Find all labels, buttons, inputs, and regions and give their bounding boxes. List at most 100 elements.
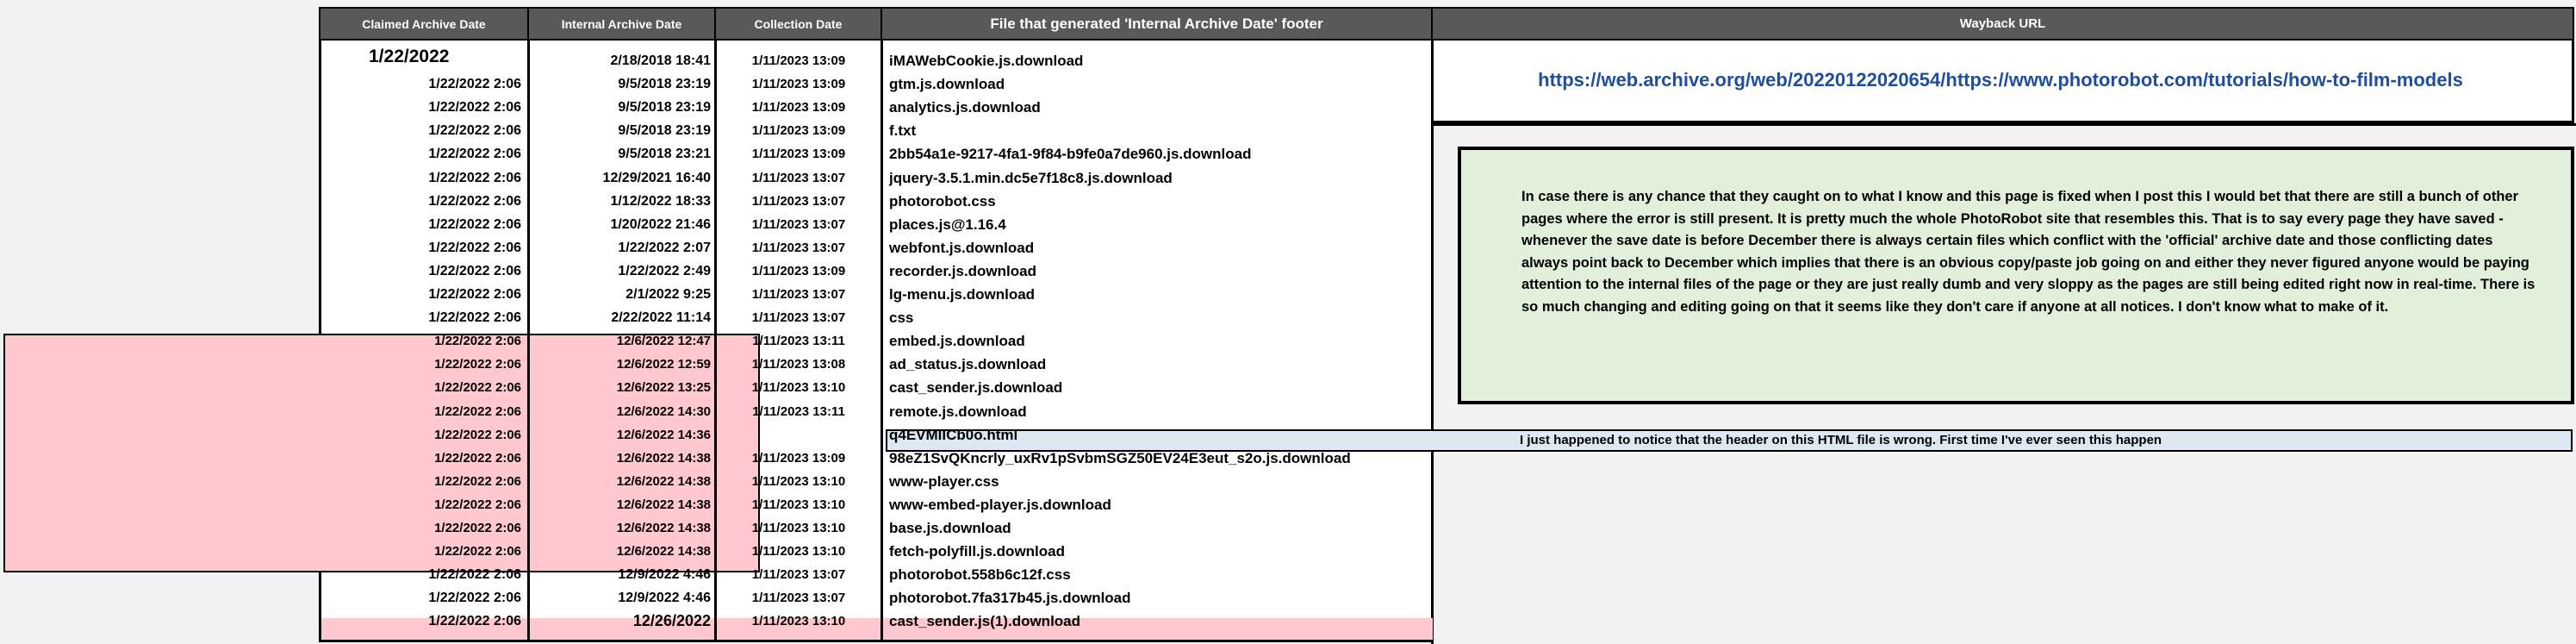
- table-row: 2/18/2018 18:41 1/11/2023 13:09 iMAWebCook…: [0, 49, 2576, 72]
- collection-date-cell: 1/11/2023 13:10: [751, 473, 846, 489]
- claimed-date-cell: 1/22/2022 2:06: [428, 310, 521, 326]
- internal-date-cell: 12/6/2022 14:30: [616, 403, 711, 419]
- header-internal-archive-date: Internal Archive Date: [527, 7, 716, 41]
- wayback-url-link[interactable]: https://web.archive.org/web/202201220206…: [1538, 69, 2463, 91]
- table-row: 1/22/2022 2:06 12/6/2022 14:38 1/11/2023 1…: [0, 516, 2576, 540]
- collection-date-cell: 1/11/2023 13:07: [751, 170, 846, 185]
- internal-date-cell: 9/5/2018 23:21: [618, 147, 711, 162]
- collection-date-cell: 1/11/2023 13:11: [752, 334, 845, 349]
- table-row: 1/22/2022 2:06 12/6/2022 14:38 1/11/2023 1…: [0, 447, 2576, 470]
- claimed-date-cell: 1/22/2022 2:06: [428, 263, 521, 278]
- internal-date-cell: 12/6/2022 14:38: [616, 450, 711, 466]
- claimed-date-cell: 1/22/2022 2:06: [428, 147, 521, 162]
- file-name-cell: fetch-polyfill.js.download: [889, 543, 1065, 560]
- internal-date-cell: 12/26/2022: [632, 612, 711, 630]
- file-name-cell: remote.js.download: [889, 403, 1027, 420]
- internal-date-cell: 2/1/2022 9:25: [625, 287, 711, 302]
- claimed-date-cell: 1/22/2022 2:06: [428, 614, 521, 629]
- claimed-date-cell: 1/22/2022 2:06: [428, 216, 521, 232]
- collection-date-cell: 1/11/2023 13:07: [751, 591, 846, 606]
- collection-date-cell: 1/11/2023 13:10: [751, 544, 846, 560]
- claimed-date-cell: 1/22/2022 2:06: [428, 567, 521, 583]
- table-row: 1/22/2022 2:06 12/29/2021 16:40 1/11/2023 …: [0, 166, 2576, 190]
- collection-date-cell: 1/11/2023 13:09: [751, 77, 846, 92]
- claimed-date-cell: 1/22/2022 2:06: [428, 100, 521, 116]
- internal-date-cell: 1/22/2022 2:07: [618, 240, 711, 255]
- claimed-date-cell: 1/22/2022 2:06: [434, 334, 521, 349]
- internal-date-cell: 12/6/2022 14:38: [616, 473, 711, 489]
- table-row: 1/22/2022 2:06 9/5/2018 23:21 1/11/2023 13…: [0, 142, 2576, 166]
- collection-date-cell: 1/11/2023 13:09: [751, 263, 846, 278]
- claimed-date-cell: 1/22/2022 2:06: [428, 287, 521, 302]
- file-name-cell: jquery-3.5.1.min.dc5e7f18c8.js.download: [889, 169, 1173, 186]
- internal-date-cell: 12/6/2022 14:38: [616, 497, 711, 512]
- header-claimed-archive-date: Claimed Archive Date: [319, 7, 529, 41]
- file-name-cell: gtm.js.download: [889, 76, 1005, 93]
- table-row: 1/22/2022 2:06 12/6/2022 14:38 1/11/2023 1…: [0, 470, 2576, 493]
- internal-date-cell: 12/6/2022 14:38: [616, 544, 711, 560]
- file-name-cell: photorobot.558b6c12f.css: [889, 566, 1071, 584]
- claimed-date-cell: 1/22/2022 2:06: [428, 170, 521, 185]
- internal-date-cell: 12/6/2022 14:38: [616, 521, 711, 535]
- collection-date-cell: 1/11/2023 13:08: [751, 357, 846, 372]
- claimed-date-cell: 1/22/2022 2:06: [434, 544, 521, 560]
- internal-date-cell: 12/6/2022 13:25: [616, 380, 711, 396]
- claimed-date-cell: 1/22/2022 2:06: [434, 473, 521, 489]
- collection-date-cell: 1/11/2023 13:10: [751, 521, 846, 535]
- file-name-cell: embed.js.download: [889, 333, 1025, 350]
- file-name-cell: photorobot.7fa317b45.js.download: [889, 590, 1131, 607]
- collection-date-cell: 1/11/2023 13:09: [751, 450, 846, 466]
- header-file: File that generated 'Internal Archive Da…: [880, 7, 1433, 41]
- collection-date-cell: 1/11/2023 13:11: [752, 403, 845, 419]
- first-claimed-date: 1/22/2022: [369, 47, 450, 66]
- internal-date-cell: 9/5/2018 23:19: [618, 100, 711, 116]
- table-row: 1/22/2022 2:06 9/5/2018 23:19 1/11/2023 13…: [0, 96, 2576, 119]
- claimed-date-cell: 1/22/2022 2:06: [434, 521, 521, 535]
- claimed-date-cell: [319, 49, 521, 72]
- file-name-cell: cast_sender.js.download: [889, 379, 1063, 397]
- internal-date-cell: 9/5/2018 23:19: [618, 123, 711, 139]
- collection-date-cell: 1/11/2023 13:09: [751, 123, 846, 139]
- file-name-cell: ad_status.js.download: [889, 356, 1047, 373]
- internal-date-cell: 1/22/2022 2:49: [618, 263, 711, 278]
- table-row: 1/22/2022 2:06 12/6/2022 14:38 1/11/2023 1…: [0, 540, 2576, 563]
- file-name-cell: css: [889, 309, 914, 327]
- collection-date-cell: 1/11/2023 13:07: [751, 310, 846, 326]
- internal-date-cell: 2/18/2018 18:41: [610, 53, 711, 68]
- collection-date-cell: [715, 423, 882, 447]
- table-row: 1/22/2022 2:06 9/5/2018 23:19 1/11/2023 13…: [0, 72, 2576, 96]
- table-row: 1/22/2022 2:06 2/1/2022 9:25 1/11/2023 13:…: [0, 283, 2576, 306]
- collection-date-cell: 1/11/2023 13:09: [751, 53, 846, 68]
- collection-date-cell: 1/11/2023 13:09: [751, 147, 846, 162]
- column-divider: [527, 41, 530, 642]
- claimed-date-cell: 1/22/2022 2:06: [428, 240, 521, 255]
- file-name-cell: 2bb54a1e-9217-4fa1-9f84-b9fe0a7de960.js.…: [889, 146, 1252, 163]
- column-divider: [880, 41, 883, 642]
- internal-date-cell: 9/5/2018 23:19: [618, 77, 711, 92]
- file-name-cell: recorder.js.download: [889, 262, 1036, 279]
- internal-date-cell: 12/29/2021 16:40: [602, 170, 711, 185]
- collection-date-cell: 1/11/2023 13:07: [751, 287, 846, 302]
- file-name-cell: iMAWebCookie.js.download: [889, 53, 1084, 69]
- internal-date-cell: 2/22/2022 11:14: [611, 310, 711, 326]
- file-name-cell: 98eZ1SvQKncrly_uxRv1pSvbmSGZ50EV24E3eut_…: [889, 449, 1351, 466]
- claimed-date-cell: 1/22/2022 2:06: [434, 380, 521, 396]
- file-name-cell: f.txt: [889, 122, 917, 140]
- file-name-cell: analytics.js.download: [889, 99, 1041, 116]
- file-name-cell: base.js.download: [889, 520, 1011, 536]
- collection-date-cell: 1/11/2023 13:09: [751, 100, 846, 116]
- file-name-cell: places.js@1.16.4: [889, 216, 1006, 233]
- internal-date-cell: 12/6/2022 12:47: [616, 334, 711, 349]
- claimed-date-cell: 1/22/2022 2:06: [434, 427, 521, 442]
- claimed-date-cell: 1/22/2022 2:06: [428, 77, 521, 92]
- claimed-date-cell: 1/22/2022 2:06: [434, 450, 521, 466]
